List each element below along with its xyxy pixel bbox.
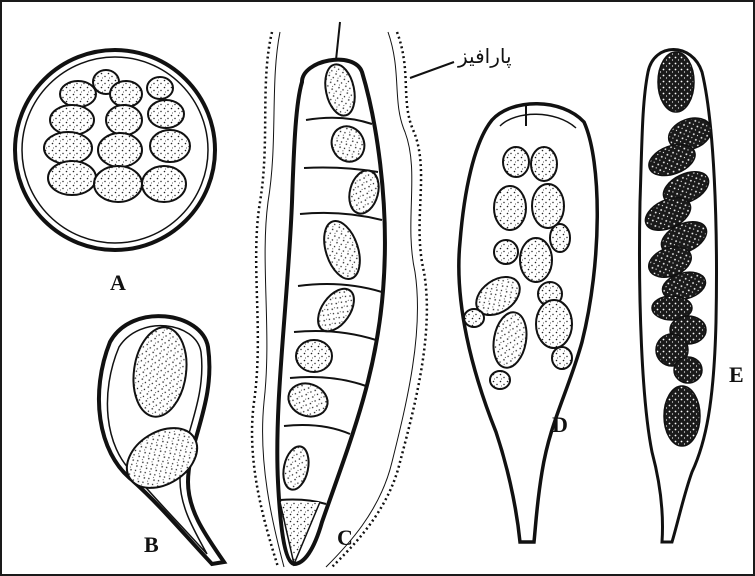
ascus-b bbox=[99, 316, 224, 564]
label-d: D bbox=[552, 414, 568, 436]
ascus-e bbox=[640, 50, 717, 543]
ascus-d bbox=[459, 104, 597, 542]
label-a: A bbox=[110, 272, 126, 294]
ascus-c bbox=[252, 22, 427, 567]
ascus-a bbox=[15, 50, 215, 250]
label-e: E bbox=[729, 364, 744, 386]
label-b: B bbox=[144, 534, 159, 556]
label-c: C bbox=[337, 527, 353, 549]
paraphysis-label: پارافیز bbox=[458, 46, 512, 66]
paraphysis-pointer bbox=[410, 62, 454, 78]
